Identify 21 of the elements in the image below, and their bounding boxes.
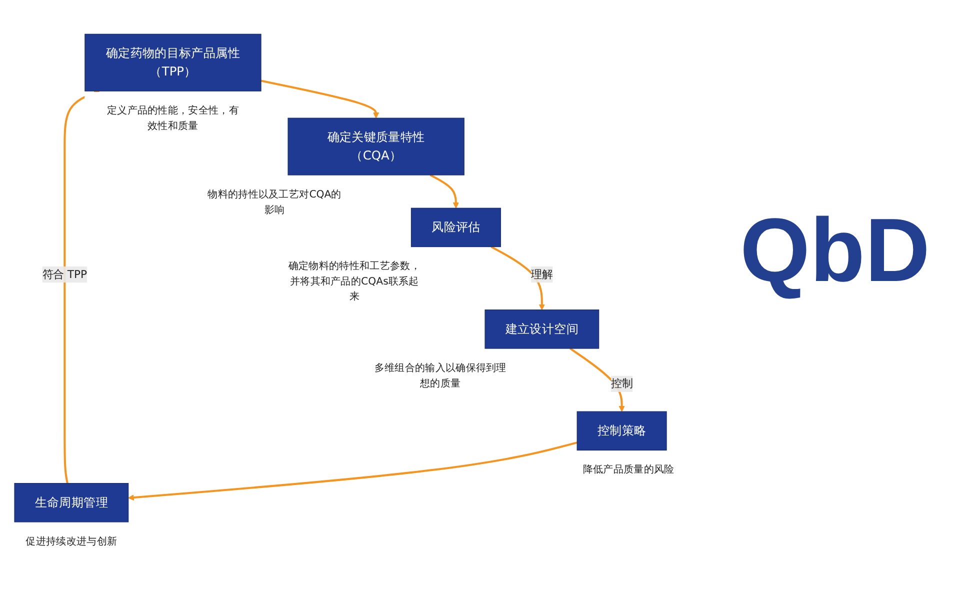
- node-box: 生命周期管理: [14, 483, 129, 522]
- edge-label: 理解: [531, 268, 553, 281]
- arrow: [128, 442, 578, 501]
- node-label: 降低产品质量的风险: [582, 463, 674, 476]
- edge-label: 控制: [610, 377, 633, 390]
- node-label: 物料的持性以及工艺对CQA的影响: [208, 188, 342, 216]
- diagram-label: QbD: [740, 200, 930, 303]
- node-label: 确定物料的特性和工艺参数，并将其和产品的CQAs联系起来: [288, 260, 420, 302]
- arrow: [570, 348, 625, 412]
- node-box: 确定药物的目标产品属性（TPP）: [84, 34, 262, 92]
- node-label: 促进持续改进与创新: [26, 534, 118, 547]
- node-box: 建立设计空间: [484, 310, 600, 349]
- arrow: [430, 174, 459, 208]
- node-label: 定义产品的性能，安全性，有效性和质量: [106, 104, 239, 132]
- node-box: 风险评估: [410, 208, 501, 248]
- arrow: [260, 80, 380, 118]
- arrow: [490, 246, 545, 310]
- node-box: 控制策略: [576, 411, 667, 451]
- node-label: 多维组合的输入以确保得到理想的质量: [374, 361, 506, 389]
- node-box: 确定关键质量特性（CQA）: [288, 118, 464, 176]
- edge-label: 符合 TPP: [42, 268, 88, 281]
